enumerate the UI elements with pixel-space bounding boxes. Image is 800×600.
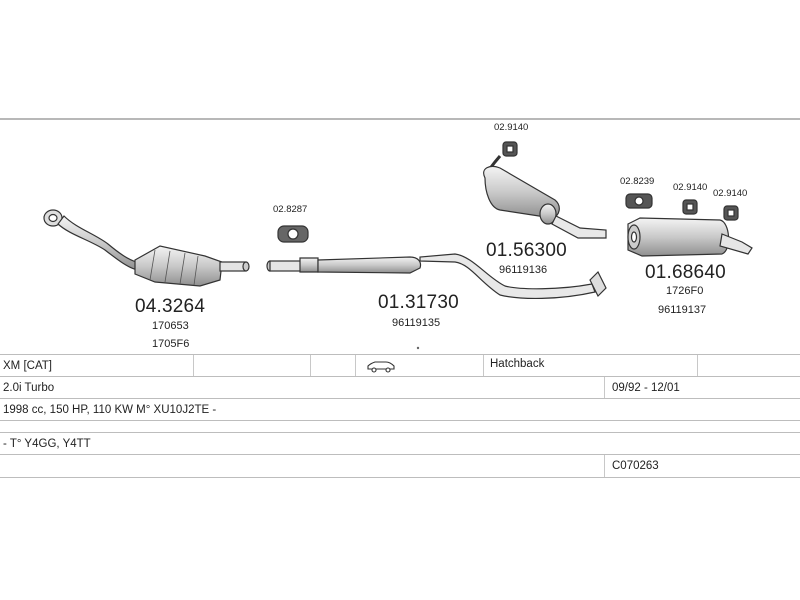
mount-02-9140-mid: [502, 141, 518, 157]
mount-02-9140-rear-b: [723, 205, 739, 221]
codes-cell: - T° Y4GG, Y4TT: [3, 437, 91, 450]
mount-02-8287: [277, 225, 309, 243]
engine-cell: 2.0i Turbo: [3, 381, 55, 394]
part-number: 04.3264: [135, 296, 206, 317]
spec-cell: 1998 cc, 150 HP, 110 KW M° XU10J2TE -: [3, 403, 217, 416]
part-number: 01.56300: [486, 240, 567, 261]
front-pipe: [266, 253, 607, 300]
mount-02-9140-rear-a: [682, 199, 698, 215]
part-ref: 170653: [152, 320, 189, 332]
model-cell: XM [CAT]: [3, 359, 52, 372]
part-number: 01.31730: [378, 292, 459, 313]
mount-number: 02.9140: [673, 182, 708, 193]
table-row: [0, 420, 800, 432]
mount-number: 02.9140: [713, 188, 748, 199]
body-type-cell: Hatchback: [490, 357, 545, 370]
period-cell: 09/92 - 12/01: [612, 381, 680, 394]
table-row: - T° Y4GG, Y4TT: [0, 432, 800, 454]
part-ref: 96119137: [658, 304, 707, 316]
part-ref: 96119136: [499, 264, 548, 276]
table-row: C070263: [0, 454, 800, 478]
mount-number: 02.8239: [620, 176, 655, 187]
mount-number: 02.8287: [273, 204, 308, 215]
mount-02-8239: [625, 193, 653, 209]
exhaust-drawing: [43, 141, 753, 350]
catalytic-converter: [43, 209, 250, 287]
mount-number: 02.9140: [494, 122, 529, 133]
part-ref: 1705F6: [152, 338, 190, 350]
rear-silencer: [627, 217, 753, 257]
middle-silencer: [483, 155, 607, 239]
part-ref: 1726F0: [666, 285, 704, 297]
part-number: 01.68640: [645, 262, 726, 283]
table-row: 2.0i Turbo 09/92 - 12/01: [0, 376, 800, 398]
kit-number-cell: C070263: [612, 460, 659, 472]
part-ref: 96119135: [392, 317, 441, 329]
vehicle-info-table: XM [CAT] Hatchback 2.0i Turbo 09/92 - 12…: [0, 354, 800, 478]
table-row: 1998 cc, 150 HP, 110 KW M° XU10J2TE -: [0, 398, 800, 420]
exhaust-diagram: 04.3264 170653 1705F6 01.31730 96119135 …: [0, 118, 800, 356]
table-row: XM [CAT] Hatchback: [0, 354, 800, 376]
car-icon: [366, 355, 396, 376]
